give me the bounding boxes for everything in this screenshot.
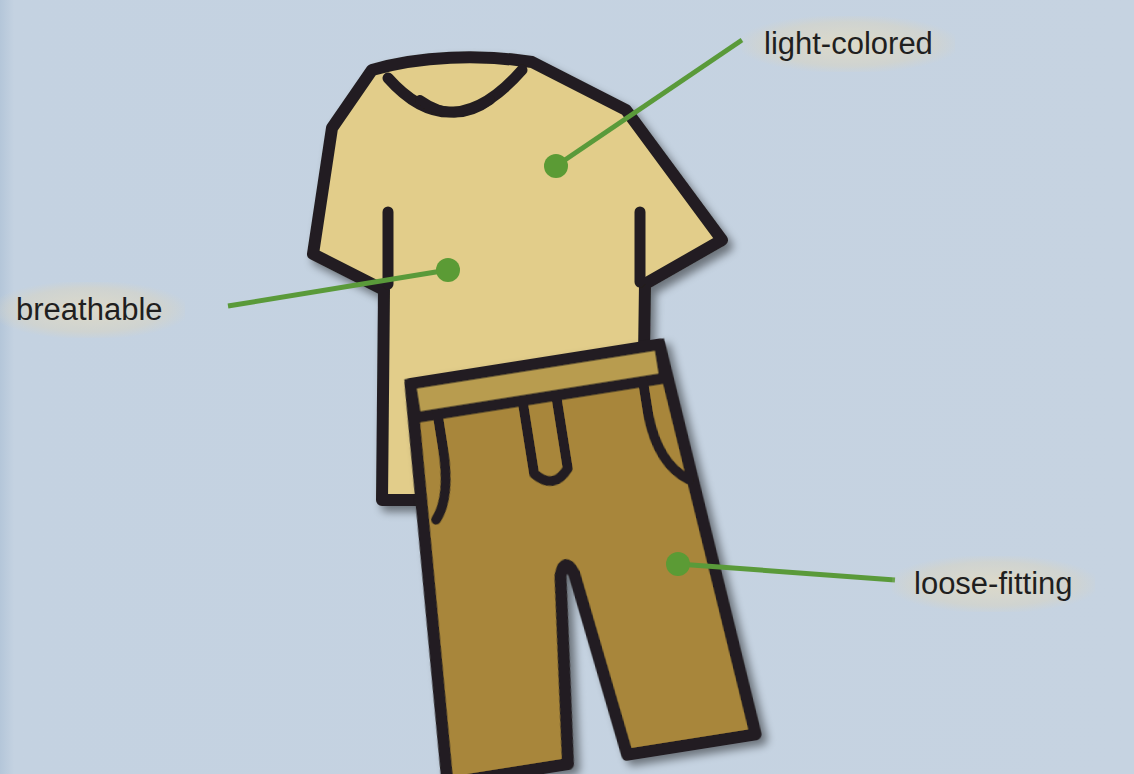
leader-lines xyxy=(228,40,895,580)
callout-label: light-colored xyxy=(742,16,955,72)
shorts xyxy=(385,339,756,774)
callout-label: loose-fitting xyxy=(892,556,1095,612)
callout-label: breathable xyxy=(0,282,185,338)
